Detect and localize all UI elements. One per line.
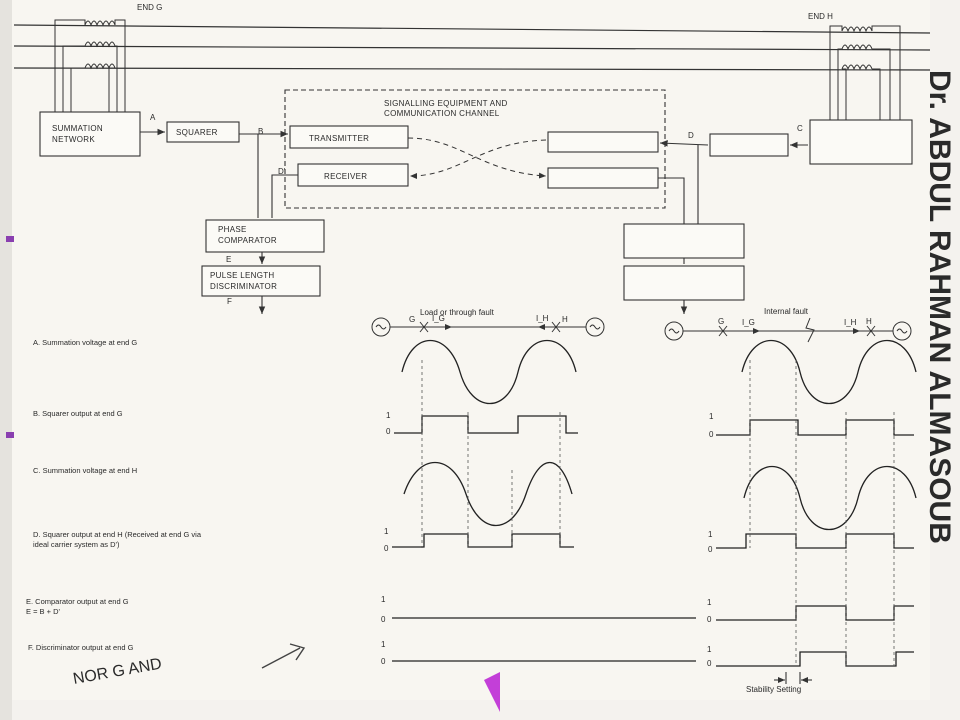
row-d-label-2: ideal carrier system as D') <box>33 540 120 549</box>
signalling-label-1: SIGNALLING EQUIPMENT AND <box>384 99 508 108</box>
power-line <box>13 24 931 71</box>
page-scan <box>10 0 930 700</box>
lvl-d-right-0: 0 <box>708 545 713 554</box>
remote-squarer-block <box>709 133 789 157</box>
end-g-label: END G <box>137 3 162 12</box>
row-e-label-2: E = B + D' <box>26 607 61 616</box>
phase-comparator-block <box>205 219 325 253</box>
lvl-e-right-0: 0 <box>707 615 712 624</box>
wave-a-right <box>741 339 917 405</box>
stability-setting-label: Stability Setting <box>746 685 801 694</box>
remote-discriminator-block <box>623 265 745 301</box>
point-f-label: F <box>227 297 232 306</box>
lvl-b-right-1: 1 <box>709 412 714 421</box>
pulse-length-discriminator-block <box>201 265 321 297</box>
lvl-e-right-1: 1 <box>707 598 712 607</box>
watermark-text: Dr. ABDUL RAHMAN ALMASOUB <box>923 70 956 544</box>
phase-label-2: COMPARATOR <box>218 236 277 245</box>
remote-comparator-block <box>623 223 745 259</box>
signalling-equipment-frame <box>284 89 666 209</box>
wave-b-left <box>394 415 578 434</box>
margin-marks <box>6 236 14 438</box>
summation-label-2: NETWORK <box>52 135 95 144</box>
row-f-label: F. Discriminator output at end G <box>28 643 134 652</box>
pulse-label-2: DISCRIMINATOR <box>210 282 277 291</box>
wave-c-right <box>743 465 917 531</box>
summation-label-1: SUMMATION <box>52 124 103 133</box>
ct-coils-end-g <box>54 19 126 112</box>
fault-g-left: G <box>409 315 415 324</box>
signal-wiring <box>140 128 808 314</box>
fault-h-right: H <box>866 317 872 326</box>
squarer-label: SQUARER <box>176 128 218 137</box>
squarer-block <box>166 121 240 143</box>
lvl-f-right-1: 1 <box>707 645 712 654</box>
watermark-triangle <box>484 672 500 712</box>
row-c-label: C. Summation voltage at end H <box>33 466 137 475</box>
stability-marker <box>774 672 812 684</box>
point-c-label: C <box>797 124 803 133</box>
point-d-prime-label: D' <box>278 167 286 176</box>
channel-crossing-paths <box>407 137 547 179</box>
alignment-guides <box>421 360 895 666</box>
phase-label-1: PHASE <box>218 225 247 234</box>
scenario-right-label: Internal fault <box>764 307 809 316</box>
remote-receiver-block <box>547 131 659 153</box>
lvl-f-left-1: 1 <box>381 640 386 649</box>
transmitter-label: TRANSMITTER <box>309 134 369 143</box>
fault-ih-right: I_H <box>844 318 857 327</box>
signalling-label-2: COMMUNICATION CHANNEL <box>384 109 500 118</box>
ct-coils-end-h <box>829 25 901 120</box>
handwritten-arrow <box>261 643 306 669</box>
pulse-label-1: PULSE LENGTH <box>210 271 275 280</box>
receiver-label: RECEIVER <box>324 172 367 181</box>
row-b-label: B. Squarer output at end G <box>33 409 123 418</box>
lvl-e-left-0: 0 <box>381 615 386 624</box>
summation-network-block <box>39 111 141 157</box>
lvl-b-left-1: 1 <box>386 411 391 420</box>
wave-a-left <box>401 339 577 405</box>
wave-c-left <box>403 461 573 526</box>
line-diagram-right <box>664 317 912 343</box>
lvl-d-right-1: 1 <box>708 530 713 539</box>
waveforms-left <box>392 339 696 662</box>
line-diagram-left <box>371 317 605 337</box>
lvl-d-left-0: 0 <box>384 544 389 553</box>
lvl-f-left-0: 0 <box>381 657 386 666</box>
point-e-label: E <box>226 255 231 264</box>
end-h-label: END H <box>808 12 833 21</box>
fault-g-right: G <box>718 317 724 326</box>
fault-ig-right: I_G <box>742 318 755 327</box>
row-a-label: A. Summation voltage at end G <box>33 338 137 347</box>
fault-ig-left: I_G <box>432 314 445 323</box>
remote-transmitter-block <box>547 167 659 189</box>
row-d-label-1: D. Squarer output at end H (Received at … <box>33 530 202 539</box>
lvl-e-left-1: 1 <box>381 595 386 604</box>
transmitter-block <box>289 125 409 149</box>
lvl-d-left-1: 1 <box>384 527 389 536</box>
row-e-label-1: E. Comparator output at end G <box>26 597 129 606</box>
fault-ih-left: I_H <box>536 314 549 323</box>
lvl-b-right-0: 0 <box>709 430 714 439</box>
remote-summation-block <box>809 119 913 165</box>
point-a-label: A <box>150 113 156 122</box>
lvl-b-left-0: 0 <box>386 427 391 436</box>
lvl-f-right-0: 0 <box>707 659 712 668</box>
scenario-left-label: Load or through fault <box>420 308 495 317</box>
fault-h-left: H <box>562 315 568 324</box>
point-d-label: D <box>688 131 694 140</box>
point-b-label: B <box>258 127 263 136</box>
